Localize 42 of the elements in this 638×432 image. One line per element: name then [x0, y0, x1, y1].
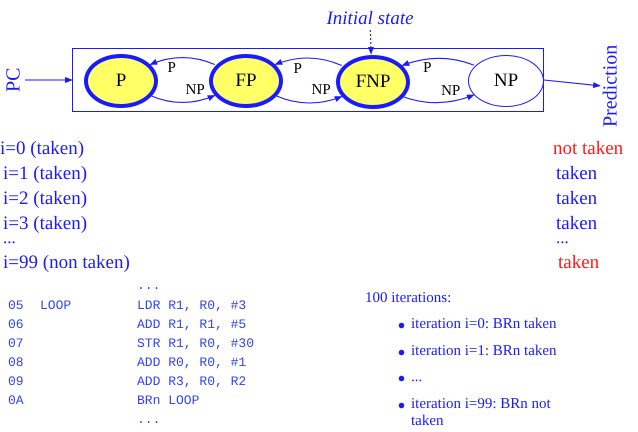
code-text: BRn LOOP [137, 394, 200, 408]
state-ellipse: FNP [336, 55, 410, 109]
code-text: ... [137, 279, 160, 294]
code-text: LDR R1, R0, #3 [137, 299, 246, 314]
signal-label: PC [3, 62, 25, 98]
code-text: LOOP [40, 299, 72, 314]
arrow [402, 94, 475, 104]
arrow [25, 76, 73, 84]
code-text: ADD R0, R0, #1 [137, 356, 246, 370]
signal-label: Prediction [600, 40, 622, 132]
predictor-box [72, 48, 544, 112]
arrow [544, 79, 601, 88]
prediction-result: not taken [553, 139, 624, 160]
arrow [274, 57, 342, 66]
state-ellipse: P [84, 54, 158, 108]
loop-iteration: i=1 (taken) [3, 164, 88, 185]
code-text: ADD R1, R1, #5 [137, 318, 246, 332]
arrow [402, 58, 474, 66]
prediction-result: taken [556, 164, 598, 185]
arrow [150, 57, 215, 66]
code-text: ADD R3, R0, R2 [137, 375, 246, 390]
line-address: 07 [8, 337, 24, 352]
prediction-result: taken [556, 189, 598, 210]
list-heading: 100 iterations: [365, 290, 452, 306]
state-ellipse: FP [209, 54, 283, 108]
line-address: 09 [8, 375, 24, 390]
state-ellipse: NP [468, 55, 544, 107]
prediction-result: taken [558, 253, 600, 274]
arrow [275, 94, 342, 104]
edge-label: NP [440, 84, 462, 99]
loop-iteration: i=2 (taken) [3, 189, 88, 210]
line-address: 08 [8, 356, 24, 370]
line-address: 0A [8, 394, 24, 408]
line-address: 06 [8, 318, 24, 332]
arrow [150, 94, 216, 103]
initial-state-label: Initial state [318, 8, 422, 30]
loop-iteration: i=99 (non taken) [3, 253, 130, 274]
loop-iteration: i=0 (taken) [0, 139, 84, 160]
line-address: 05 [8, 299, 24, 314]
leader-line [368, 30, 374, 55]
code-text: STR R1, R0, #30 [137, 337, 254, 352]
code-text: ... [137, 413, 160, 428]
